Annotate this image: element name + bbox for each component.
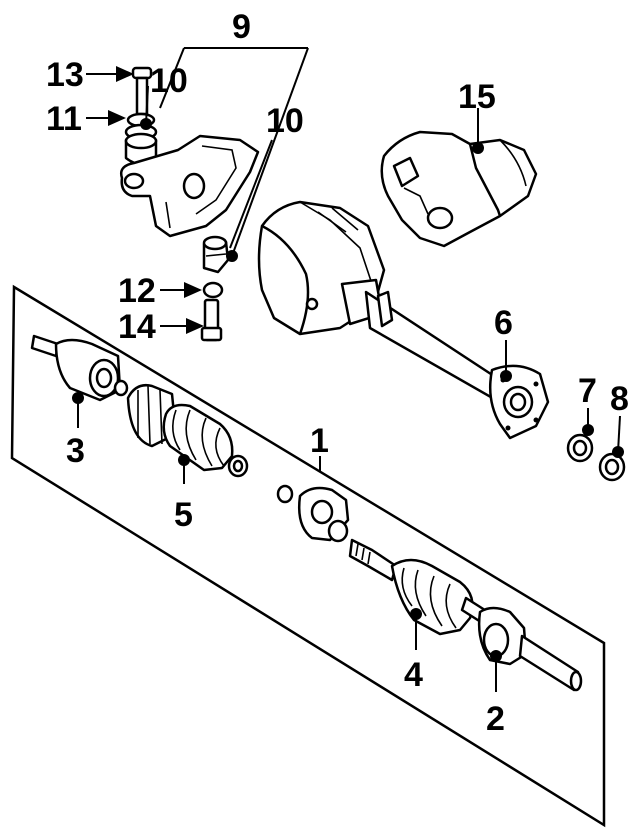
callout-15: 15 <box>458 78 496 116</box>
callout-7: 7 <box>578 372 597 410</box>
callout-9: 9 <box>232 8 251 46</box>
washer-part-12 <box>202 281 224 299</box>
seal-part-7 <box>566 433 594 463</box>
callout-12: 12 <box>118 272 156 310</box>
inner-joint-components <box>276 484 350 543</box>
callout-11: 11 <box>46 100 82 138</box>
callout-10-upper: 10 <box>150 62 188 100</box>
seal-part-8 <box>598 452 626 482</box>
callout-13: 13 <box>46 56 84 94</box>
callout-8: 8 <box>610 380 629 418</box>
callout-5: 5 <box>174 496 193 534</box>
bolt-part-14 <box>200 298 223 342</box>
extension-housing-part-15 <box>380 130 538 248</box>
callout-4: 4 <box>404 656 423 694</box>
cv-joint-part-3 <box>30 334 129 402</box>
callout-2: 2 <box>486 700 505 738</box>
callout-10-lower: 10 <box>266 102 304 140</box>
callout-3: 3 <box>66 432 85 470</box>
cv-boot-part-4 <box>348 538 490 636</box>
cv-boot-part-5 <box>126 384 249 478</box>
axle-tube-part-6 <box>364 290 550 440</box>
differential-housing <box>257 200 386 336</box>
callout-14: 14 <box>118 308 156 346</box>
axle-assembly-frame <box>10 284 606 828</box>
callout-1: 1 <box>310 422 329 460</box>
bushing-part-10-lower <box>202 235 230 274</box>
mount-bracket-part-9 <box>120 134 260 238</box>
callout-6: 6 <box>494 304 513 342</box>
leader-lines <box>72 47 624 692</box>
